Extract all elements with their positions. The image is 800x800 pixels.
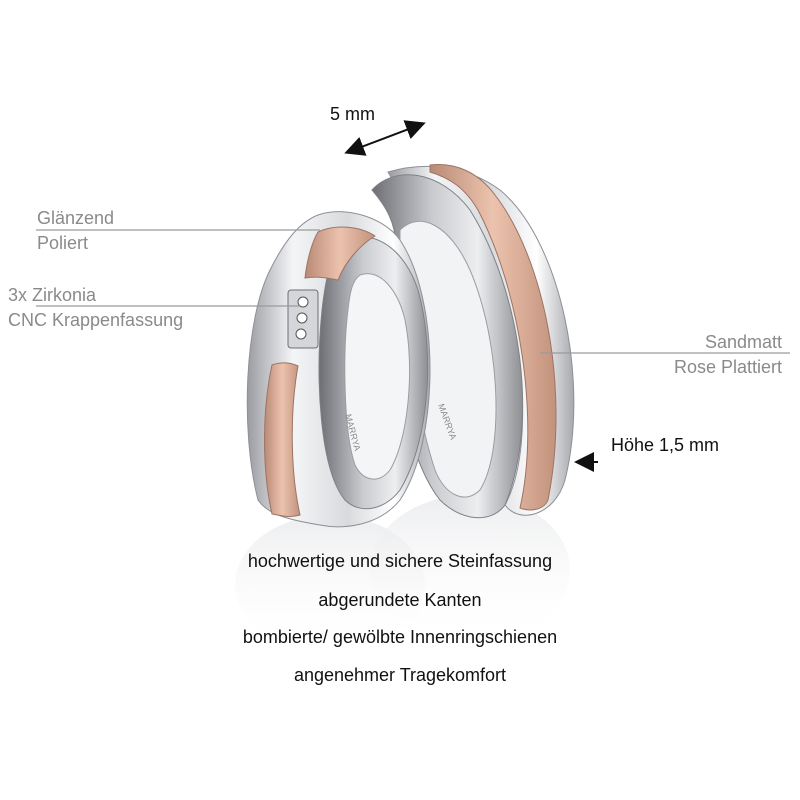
rose-stripe-left-top — [304, 226, 376, 281]
stones-label-1: 3x Zirkonia — [8, 285, 97, 305]
zirconia-setting — [287, 289, 319, 349]
stones-label-2: CNC Krappenfassung — [8, 310, 184, 330]
width-label: 5 mm — [330, 104, 375, 124]
finish-left-label-2: Poliert — [37, 233, 89, 253]
rose-stripe-left-bottom — [264, 362, 301, 518]
feature-item: abgerundete Kanten — [318, 590, 482, 610]
feature-item: bombierte/ gewölbte Innenringschienen — [242, 627, 558, 647]
feature-item: hochwertige und sichere Steinfassung — [247, 551, 553, 571]
ring-reflection — [235, 495, 570, 655]
feature-item: angenehmer Tragekomfort — [293, 665, 507, 685]
height-label: Höhe 1,5 mm — [611, 435, 720, 455]
ring-left: MARRYA — [246, 211, 431, 528]
finish-right-label-2: Rose Plattiert — [673, 357, 782, 377]
width-arrow — [344, 120, 426, 156]
finish-right-label-1: Sandmatt — [704, 332, 782, 352]
finish-left-label-1: Glänzend — [37, 208, 115, 228]
rose-stripe-right — [429, 163, 557, 511]
